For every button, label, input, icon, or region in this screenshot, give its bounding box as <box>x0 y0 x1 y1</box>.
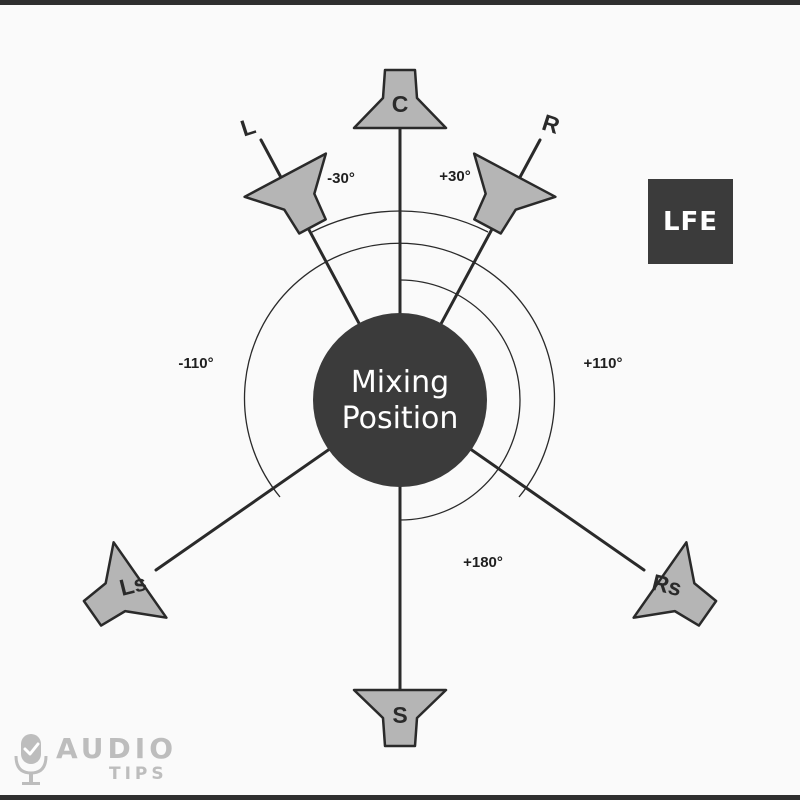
logo-word-audio: AUDIO <box>56 732 178 765</box>
speaker-label-ls: Ls <box>117 569 149 601</box>
speaker-c <box>352 68 448 130</box>
angle-label-plus180: +180° <box>463 554 503 571</box>
microphone-icon <box>14 734 48 785</box>
speaker-r <box>472 152 557 235</box>
speaker-rs <box>632 541 718 627</box>
mixing-position-line2: Position <box>342 401 459 436</box>
lfe-label: LFE <box>662 206 719 237</box>
mixing-position-line1: Mixing <box>351 365 449 400</box>
speaker-label-s: S <box>392 702 407 728</box>
speaker-s <box>352 688 448 748</box>
speaker-label-c: C <box>392 91 409 117</box>
speaker-l <box>243 152 328 235</box>
speaker-label-l: L <box>237 112 258 141</box>
mixing-position-circle <box>313 313 487 487</box>
audio-tips-logo: AUDIO TIPS <box>12 730 182 790</box>
angle-label-minus110: -110° <box>178 355 213 372</box>
angle-label-plus110: +110° <box>584 355 623 372</box>
speaker-label-r: R <box>539 109 563 139</box>
angle-label-minus30: -30° <box>327 170 355 187</box>
logo-word-tips: TIPS <box>109 764 168 784</box>
lfe-box: LFE <box>648 179 733 264</box>
speaker-ls <box>82 541 168 627</box>
arc-180 <box>399 279 521 521</box>
angle-label-plus30: +30° <box>439 168 470 185</box>
